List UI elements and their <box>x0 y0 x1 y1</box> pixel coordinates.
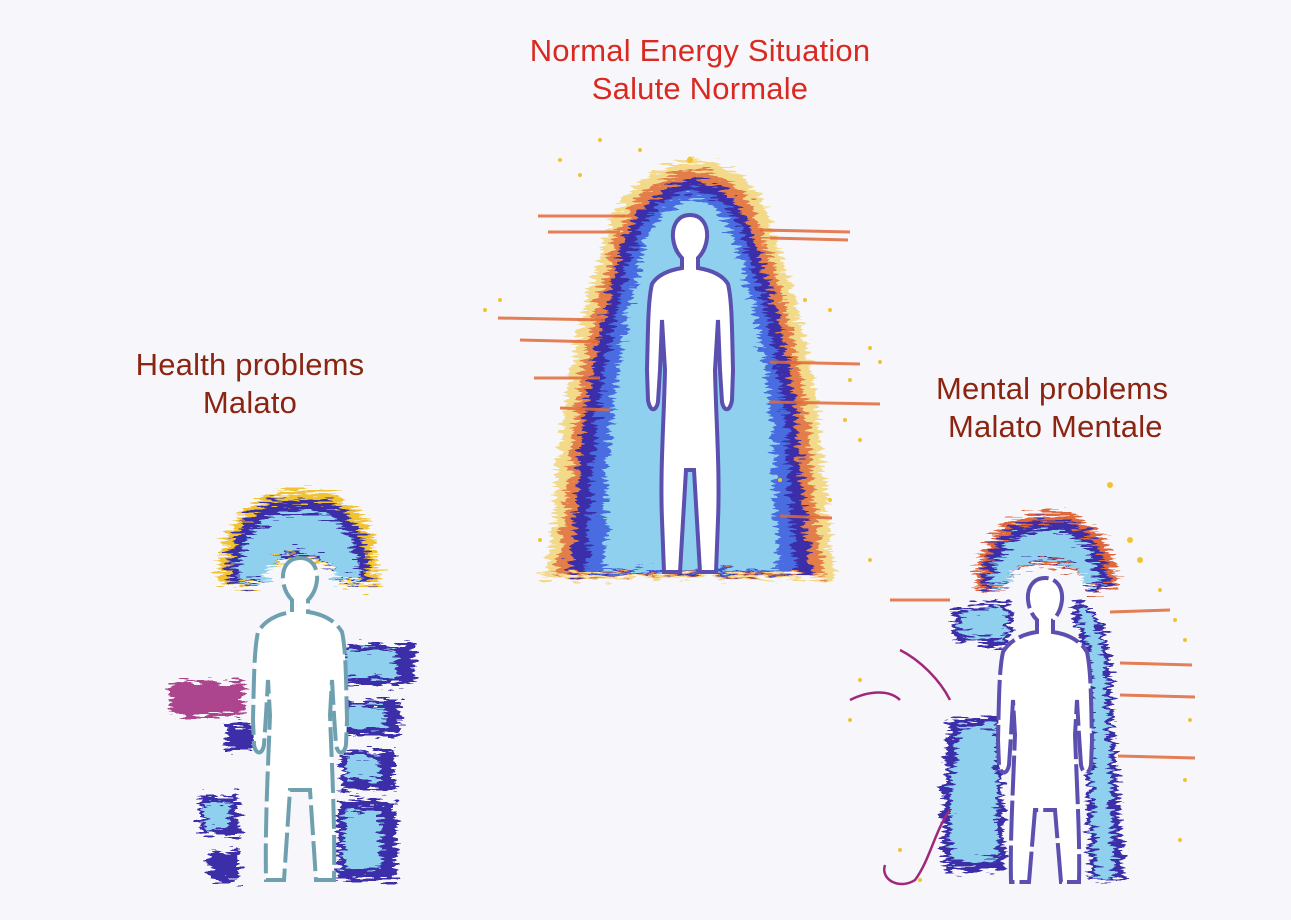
normal-aura-figure <box>483 138 882 578</box>
mental-aura-figure <box>848 482 1195 884</box>
health-caption-line2: Malato <box>100 384 400 422</box>
health-problems-caption: Health problems Malato <box>100 346 400 422</box>
mental-caption-line2: Malato Mentale <box>920 408 1220 446</box>
normal-caption-line1: Normal Energy Situation <box>470 32 930 70</box>
mental-caption-line1: Mental problems <box>920 370 1220 408</box>
normal-energy-caption: Normal Energy Situation Salute Normale <box>470 32 930 108</box>
normal-caption-line2: Salute Normale <box>470 70 930 108</box>
mental-problems-caption: Mental problems Malato Mentale <box>920 370 1220 446</box>
health-caption-line1: Health problems <box>100 346 400 384</box>
health-aura-figure <box>170 490 415 880</box>
